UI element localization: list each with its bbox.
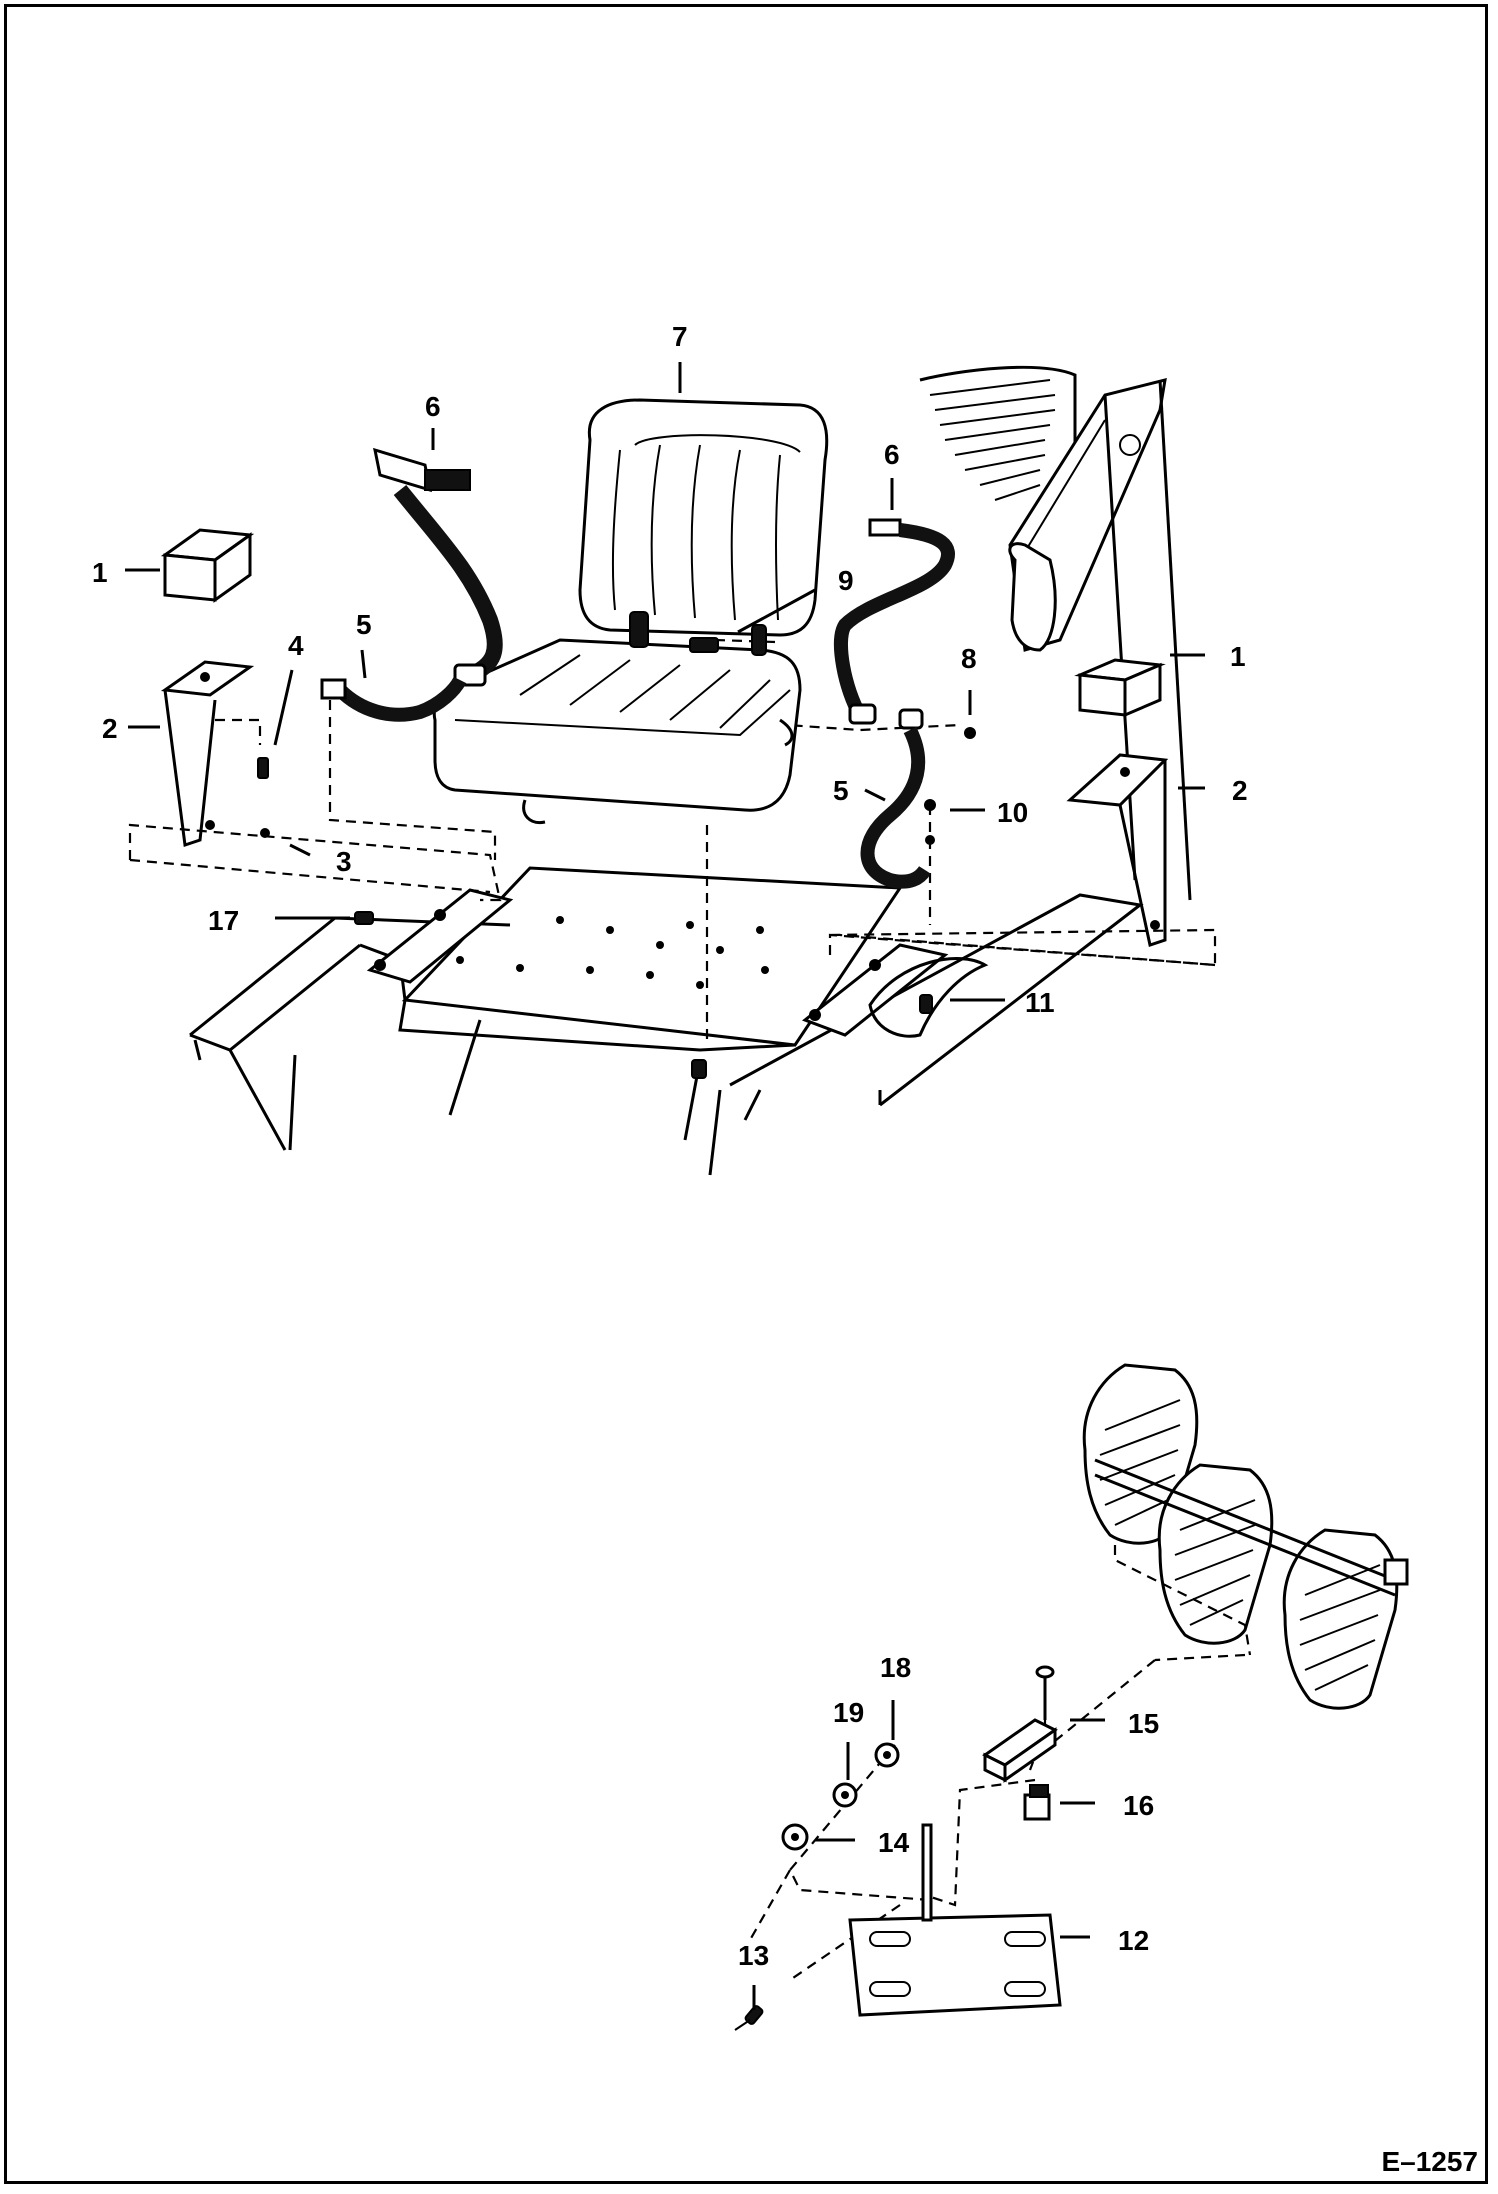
left-mounting-bracket	[160, 660, 255, 847]
pedal-clip	[1023, 1784, 1051, 1821]
callout-5-left: 5	[356, 609, 372, 640]
callout-19: 19	[833, 1697, 864, 1728]
left-spacer-block	[160, 528, 255, 603]
callout-9: 9	[838, 565, 854, 596]
floor-cutout	[868, 957, 989, 1038]
assembly-guide-lines	[128, 638, 1217, 1045]
callout-15: 15	[1128, 1708, 1159, 1739]
seat-belt-left-lower	[320, 676, 467, 722]
callout-1-left: 1	[92, 557, 108, 588]
seat-belt-right-lower	[860, 708, 931, 889]
callout-13: 13	[738, 1940, 769, 1971]
pedal-pivot-block	[982, 1718, 1058, 1783]
foot-pedal-assembly	[1082, 1363, 1409, 1710]
callout-4: 4	[288, 630, 304, 661]
callout-12: 12	[1118, 1925, 1149, 1956]
callout-2-right: 2	[1232, 775, 1248, 806]
callout-8: 8	[961, 643, 977, 674]
pedal-guide-lines	[749, 1545, 1252, 1981]
callout-1-right: 1	[1230, 641, 1246, 672]
callout-16: 16	[1123, 1790, 1154, 1821]
callout-5-right: 5	[833, 775, 849, 806]
right-spacer-block	[1074, 658, 1166, 718]
right-mounting-bracket	[1066, 753, 1169, 947]
leader-lines	[125, 362, 1205, 2010]
pedal-screw	[734, 2005, 764, 2031]
callout-10: 10	[997, 797, 1028, 828]
callout-6-left: 6	[425, 391, 441, 422]
rear-grille-panel	[919, 365, 1192, 901]
seat-backrest	[578, 398, 829, 637]
callout-14: 14	[878, 1827, 910, 1858]
pedal-nuts-washers	[781, 1742, 900, 1851]
seat-belt-left-upper	[373, 447, 503, 687]
callout-6-right: 6	[884, 439, 900, 470]
right-seat-rail	[801, 943, 949, 1037]
diagram-frame	[4, 4, 1488, 2184]
pedal-mounting-plate	[848, 1823, 1062, 2017]
callout-18: 18	[880, 1652, 911, 1683]
callout-11: 11	[1025, 987, 1055, 1018]
callout-numbers: 1 1 2 2 3 4 5 5 6 6 7 8 9 10 11 12 13 14…	[92, 321, 1248, 1971]
callout-17: 17	[208, 905, 239, 936]
pedal-bolt	[1035, 1665, 1055, 1720]
callout-7: 7	[672, 321, 688, 352]
pedal-right	[1282, 1528, 1399, 1710]
seat-belt-right-upper	[833, 518, 955, 725]
left-seat-rail	[366, 888, 514, 984]
callout-3: 3	[336, 846, 352, 877]
figure-id: E–1257	[1381, 2146, 1478, 2177]
seat-bolt	[689, 637, 719, 653]
small-hardware	[257, 727, 976, 1079]
callout-2-left: 2	[102, 713, 118, 744]
seat-cushion	[432, 611, 802, 825]
